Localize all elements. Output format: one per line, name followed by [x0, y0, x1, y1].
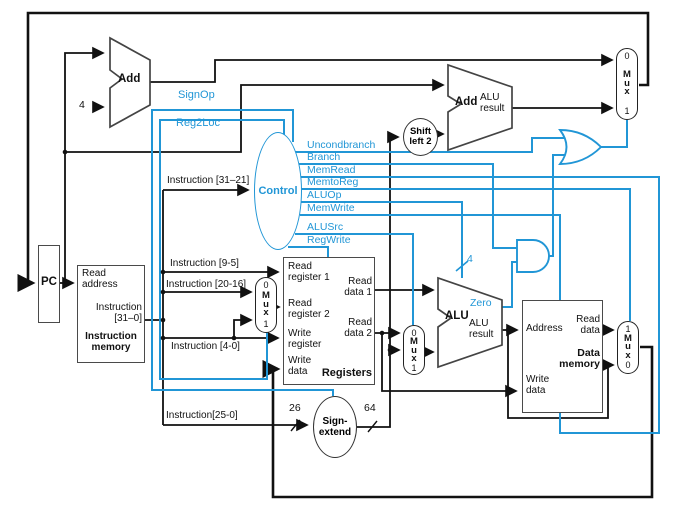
wire-memtoreg — [301, 188, 631, 321]
wire-read-data-2-to-dmem — [381, 333, 518, 398]
signal-regwrite: RegWrite — [307, 234, 351, 246]
dmem-address-label: Address — [526, 323, 563, 334]
alusrc-mux-0: 0 — [411, 328, 417, 338]
bus-slash-26 — [290, 419, 301, 432]
reg-write-data: Write data — [288, 355, 312, 377]
wire-alu-result-bypass — [507, 330, 615, 419]
wire-alusrc — [295, 233, 414, 325]
reg2loc-label: Reg2Loc — [176, 117, 221, 129]
sign-extend-unit: Sign- extend — [313, 396, 357, 458]
wire-signext-to-shift — [357, 130, 400, 428]
wire-writeback-loop — [262, 345, 654, 499]
imem-title: Instruction memory — [85, 331, 137, 353]
junction-dots — [62, 149, 511, 353]
reg2loc-mux-label: M u x — [262, 290, 270, 319]
reg2loc-mux-1: 1 — [263, 319, 269, 329]
pcsrc-mux: 0 M u x 1 — [616, 48, 638, 120]
pc-label: PC — [41, 276, 57, 288]
adder-branch-shape — [447, 63, 513, 152]
wire-add4-out — [150, 53, 614, 83]
signal-aluop: ALUOp — [307, 189, 342, 201]
registers-title: Registers — [321, 367, 372, 379]
reg-write-register: Write register — [288, 328, 322, 350]
data-memory-box — [522, 300, 603, 413]
wire-or-out — [601, 120, 628, 148]
reg-read-data-2: Read data 2 — [344, 317, 372, 339]
wire-regwrite — [288, 246, 329, 257]
signext-in-width-label: 26 — [289, 402, 301, 414]
signal-memtoreg: MemtoReg — [307, 176, 359, 188]
wire-memwrite — [300, 214, 561, 300]
alu-shape — [437, 276, 503, 369]
dmem-write-data-label: Write data — [526, 374, 550, 396]
alu-result-label: ALU result — [469, 318, 494, 340]
signal-memread: MemRead — [307, 164, 356, 176]
dmem-read-data-label: Read data — [576, 314, 600, 336]
field-4-0-label: Instruction [4-0] — [171, 341, 240, 352]
wire-aluop — [301, 201, 463, 278]
field-9-5-label: Instruction [9-5] — [170, 258, 239, 269]
adder-pc-label: Add — [118, 73, 141, 85]
writeback-mux-label: M u x — [624, 332, 632, 361]
shift-left-2-unit: Shift left 2 — [403, 118, 438, 156]
and-gate — [516, 239, 550, 273]
field-25-0-label: Instruction[25-0] — [166, 410, 238, 421]
registers-box — [283, 257, 375, 385]
control-label: Control — [258, 185, 298, 197]
imem-instruction-label: Instruction [31–0] — [95, 302, 142, 324]
wire-signop — [151, 109, 334, 396]
instruction-memory-box — [77, 265, 145, 363]
wire-pc-to-add4 — [64, 46, 105, 283]
signal-alusrc: ALUSrc — [307, 221, 344, 233]
adder-branch-result-label: ALU result — [480, 92, 505, 114]
alu-label: ALU — [445, 310, 469, 322]
adder-pc-shape — [109, 36, 151, 129]
imem-read-address-label: Read address — [82, 268, 118, 290]
aluop-width-label: 4 — [467, 253, 473, 265]
reg-read-register-2: Read register 2 — [288, 298, 330, 320]
bus-slash-64 — [367, 420, 378, 433]
signext-out-width-label: 64 — [364, 402, 376, 414]
reg2loc-mux: 0 M u x 1 — [255, 277, 277, 333]
shift-left-2-label: Shift left 2 — [409, 125, 432, 147]
reg2loc-mux-0: 0 — [263, 280, 269, 290]
reg-read-register-1: Read register 1 — [288, 261, 330, 283]
alu-zero-label: Zero — [470, 297, 492, 309]
control-unit: Control — [254, 132, 302, 250]
alusrc-mux-1: 1 — [411, 362, 417, 373]
bus-slash-aluop — [455, 260, 469, 272]
alusrc-mux: 0 M u x 1 — [403, 325, 425, 375]
wire-pcsrc-mux-to-pc — [17, 11, 650, 293]
or-gate — [558, 129, 603, 165]
pc-box — [38, 245, 60, 323]
pcsrc-mux-label: M u x — [623, 69, 631, 98]
signal-uncondbranch: Uncondbranch — [307, 139, 376, 151]
wire-i4-0-to-mux — [233, 313, 253, 338]
field-20-16-label: Instruction [20-16] — [166, 279, 247, 290]
adder-branch-label: Add — [455, 96, 478, 108]
wire-reg2loc — [159, 119, 285, 380]
reg-read-data-1: Read data 1 — [344, 276, 372, 298]
wire-and-out — [548, 154, 566, 257]
pcsrc-mux-1: 1 — [624, 106, 630, 116]
wire-branch — [297, 163, 520, 249]
signal-memwrite: MemWrite — [307, 202, 355, 214]
wire-zero — [502, 261, 520, 308]
writeback-mux-1: 1 — [625, 324, 631, 334]
const4-label: 4 — [79, 99, 85, 111]
writeback-mux-0: 0 — [625, 360, 631, 370]
field-31-21-label: Instruction [31–21] — [167, 175, 250, 186]
sign-extend-label: Sign- extend — [318, 416, 352, 438]
writeback-mux: 1 M u x 0 — [617, 321, 639, 374]
signop-label: SignOp — [178, 89, 215, 101]
alusrc-mux-label: M u x — [410, 336, 418, 364]
signal-branch: Branch — [307, 151, 341, 163]
wire-memread — [300, 176, 660, 434]
pcsrc-mux-0: 0 — [624, 51, 630, 61]
data-memory-title: Data memory — [559, 347, 600, 370]
